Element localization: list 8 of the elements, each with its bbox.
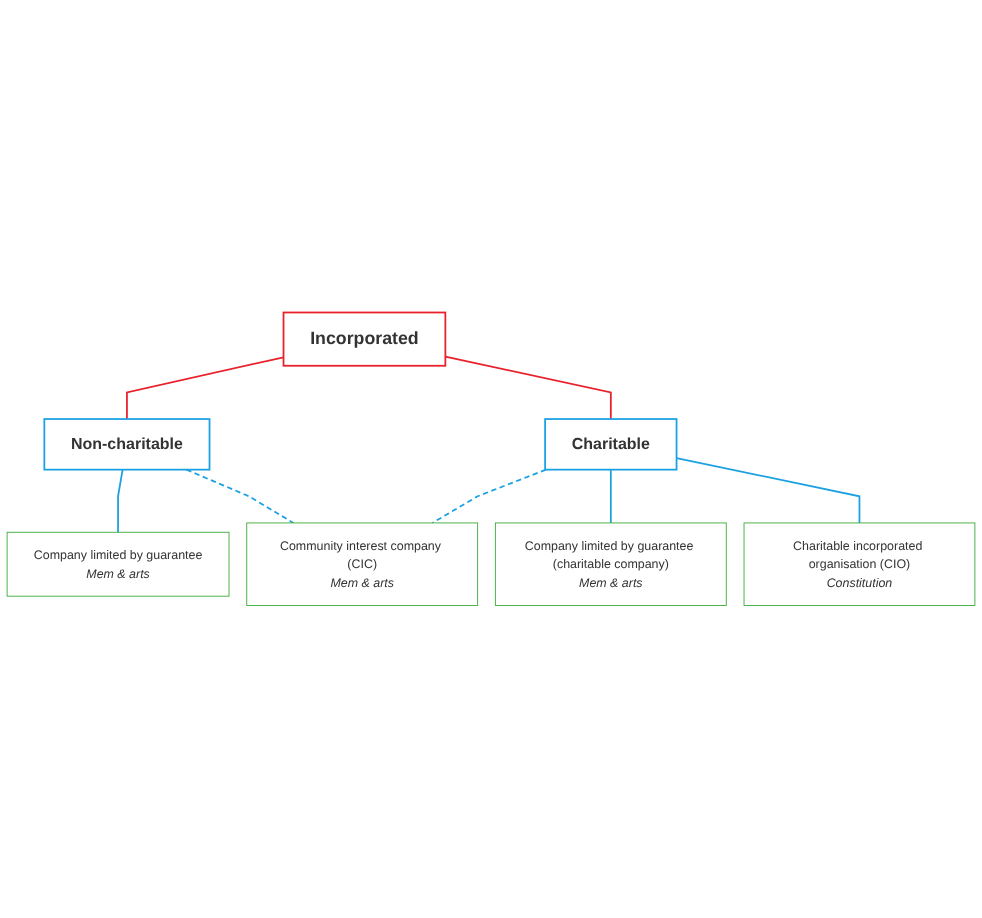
- connector: [126, 356, 285, 420]
- connector: [444, 355, 612, 420]
- connector: [431, 468, 547, 524]
- connector: [609, 468, 612, 524]
- connector: [675, 457, 861, 524]
- connector: [117, 468, 124, 534]
- connector: [185, 468, 295, 524]
- node-box: Incorporated: [282, 311, 447, 367]
